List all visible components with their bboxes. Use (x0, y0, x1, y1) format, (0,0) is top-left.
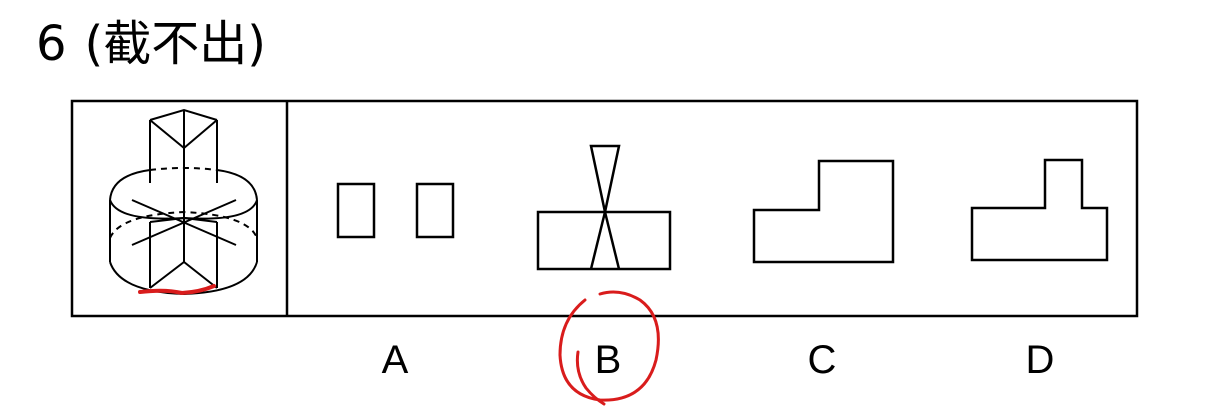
question-title: (截不出) (84, 16, 267, 72)
options-frame (70, 99, 1139, 318)
option-a-figure (336, 182, 455, 239)
option-b-label[interactable]: B (594, 338, 622, 382)
red-ink-mark (138, 284, 216, 296)
option-d-figure (970, 158, 1109, 262)
option-b-figure (536, 144, 672, 271)
question-heading: 6 (截不出) (36, 14, 266, 74)
question-number: 6 (36, 16, 67, 72)
option-c-figure (752, 159, 895, 264)
option-a-label[interactable]: A (381, 338, 409, 382)
option-d-label[interactable]: D (1025, 338, 1055, 382)
answer-circle-mark (558, 290, 660, 402)
solid-figure (109, 108, 258, 296)
answer-tick-mark (575, 350, 606, 406)
option-c-label[interactable]: C (807, 338, 837, 382)
